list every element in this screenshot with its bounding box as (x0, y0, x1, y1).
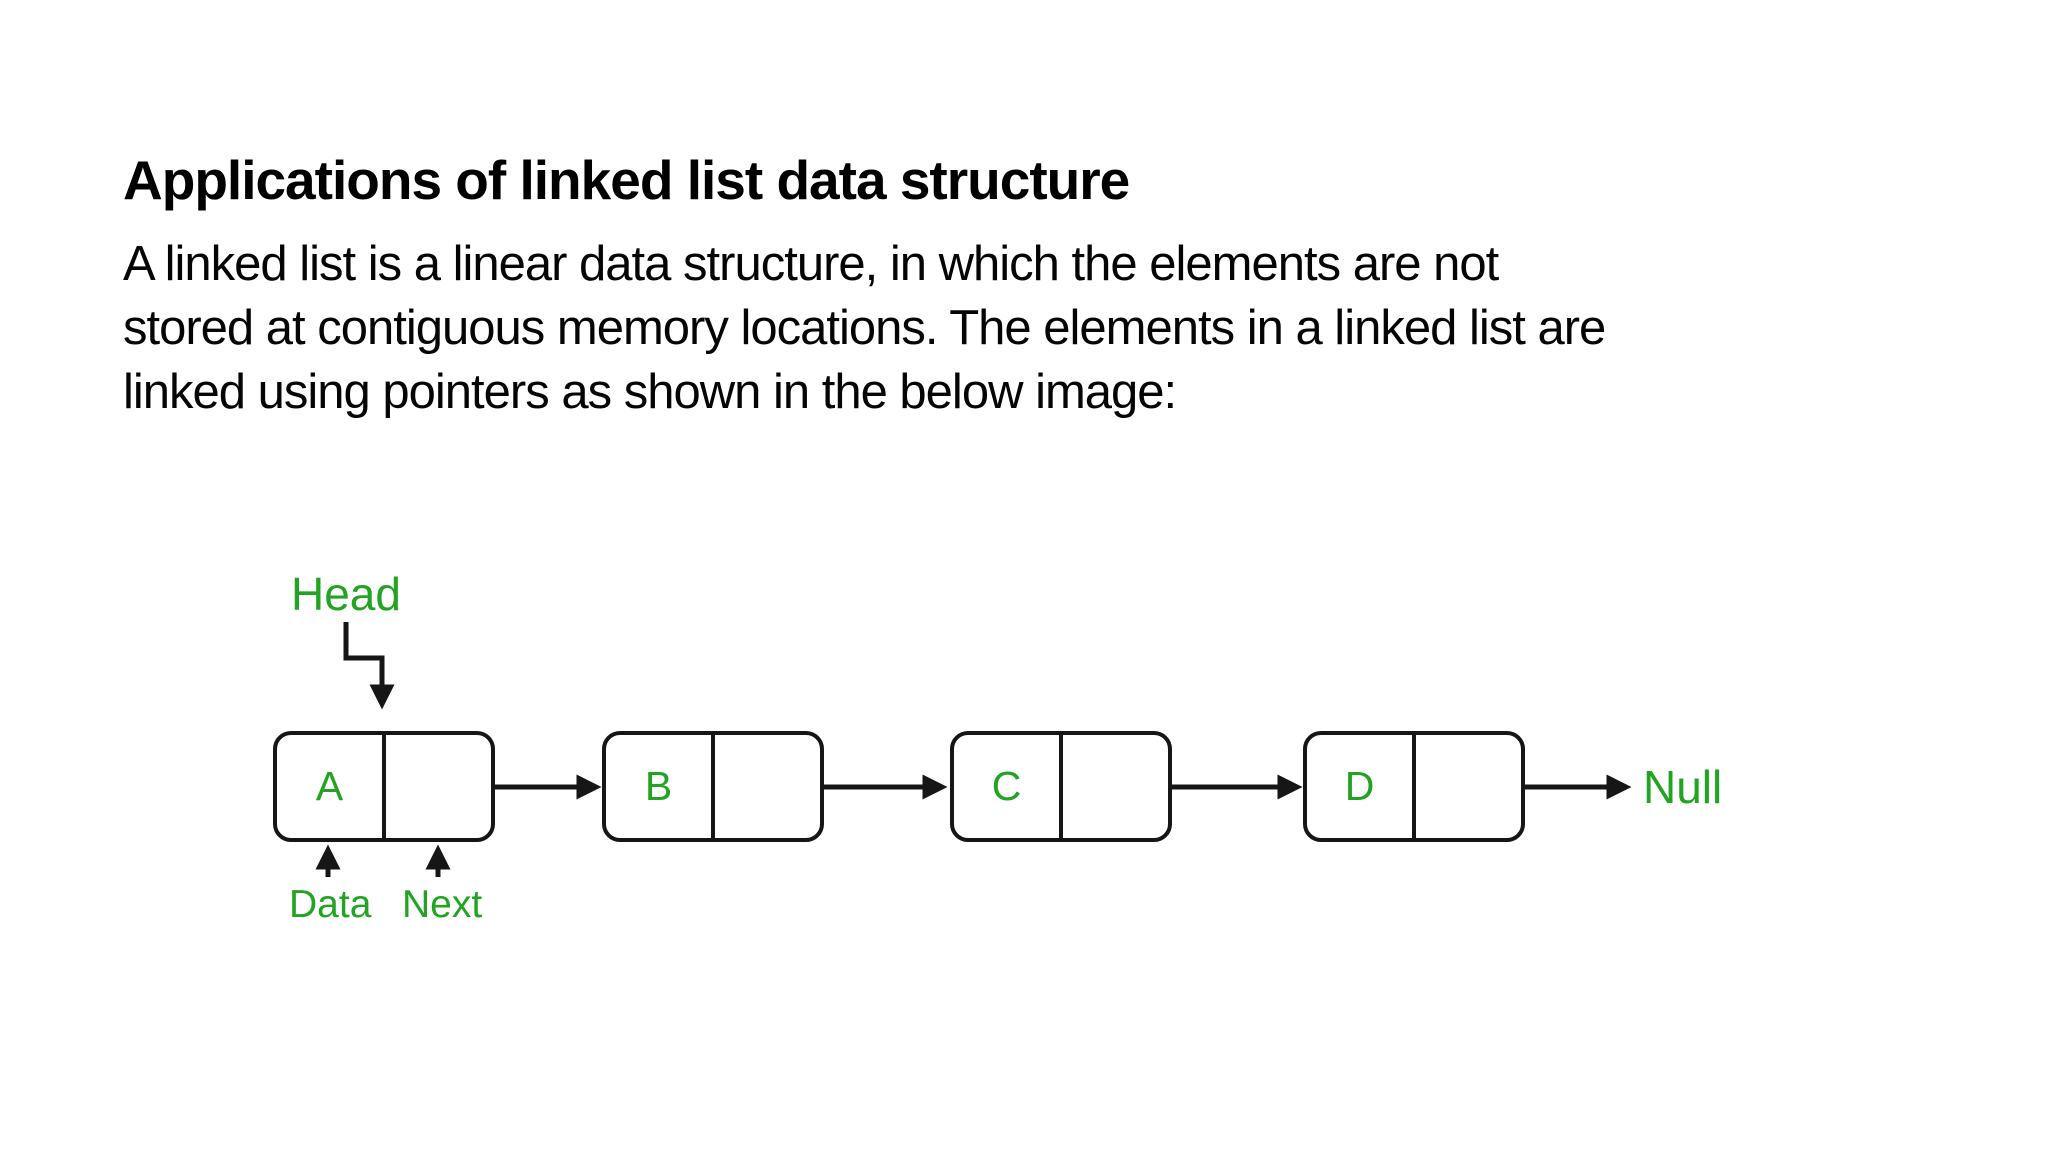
paragraph-line-2: stored at contiguous memory locations. T… (123, 301, 1606, 355)
node-a-data-cell: A (277, 735, 386, 838)
node-d-value: D (1344, 763, 1375, 809)
node-a: A (273, 731, 495, 842)
null-label: Null (1643, 761, 1723, 813)
node-b-value: B (644, 763, 673, 809)
node-a-next-cell (386, 735, 491, 838)
node-b-next-cell (715, 735, 820, 838)
node-b-data-cell: B (606, 735, 715, 838)
node-d-data-cell: D (1307, 735, 1416, 838)
node-d: D (1303, 731, 1525, 842)
paragraph-line-1: A linked list is a linear data structure… (123, 237, 1499, 291)
head-label: Head (291, 568, 401, 620)
node-c-value: C (991, 763, 1022, 809)
page-title: Applications of linked list data structu… (123, 149, 1130, 211)
data-label: Data (289, 883, 372, 926)
node-a-value: A (315, 763, 344, 809)
intro-paragraph: A linked list is a linear data structure… (123, 232, 1606, 424)
paragraph-line-3: linked using pointers as shown in the be… (123, 365, 1177, 419)
node-b: B (602, 731, 824, 842)
node-c-data-cell: C (954, 735, 1063, 838)
node-d-next-cell (1416, 735, 1521, 838)
next-label: Next (402, 883, 483, 926)
node-c-next-cell (1063, 735, 1168, 838)
head-pointer-arrow (343, 622, 395, 710)
node-c: C (950, 731, 1172, 842)
